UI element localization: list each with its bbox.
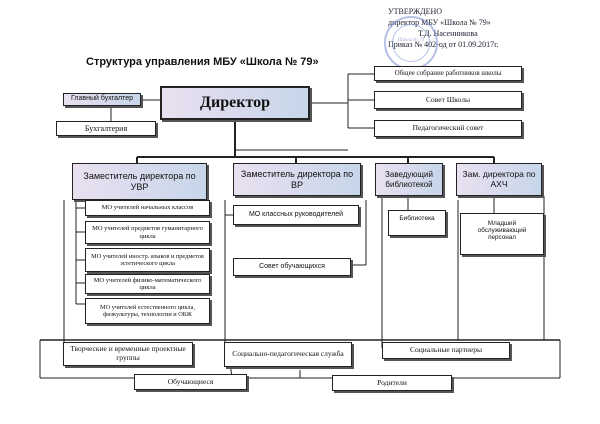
page-title: Структура управления МБУ «Школа № 79» [86,56,319,68]
ped-council-label: Педагогический совет [412,123,484,133]
ahch-staff-box: Младший обслуживающий персонал [460,213,544,255]
parents-box: Родители [332,375,452,391]
stamp-seal: Школа № 79 [384,16,438,70]
deputy-uvr-label: Заместитель директора по УВР [83,171,196,192]
partners-box: Социальные партнеры [382,342,510,359]
deputy-ahch-label: Зам. директора по АХЧ [462,168,536,189]
approval-line-1: УТВЕРЖДЕНО [388,7,443,16]
uvr-unit-5: МО учителей естественного цикла, физкуль… [85,298,210,324]
uvr-unit-2: МО учителей предметов гуманитарного цикл… [85,221,210,244]
deputy-uvr-box: Заместитель директора по УВР [72,163,207,200]
approval-line-2: директор МБУ «Школа № 79» [388,18,491,27]
students-box: Обучающиеся [134,374,247,390]
chief-accountant-box: Главный бухгалтер [63,93,141,106]
approval-line-3: Т.Д. Насенникова [418,29,478,38]
stamp-text: Школа № 79 [397,38,425,43]
director-box: Директор [160,86,310,120]
deputy-vr-label: Заместитель директора по ВР [240,169,354,190]
social-service-box: Социально-педагогическая служба [224,342,352,367]
library-head-label: Заведующий библиотекой [385,170,433,189]
ped-council-box: Педагогический совет [374,120,522,137]
approval-block: УТВЕРЖДЕНО директор МБУ «Школа № 79» Т.Д… [374,6,574,66]
uvr-unit-4: МО учителей физико-математического цикла [85,274,210,294]
deputy-ahch-box: Зам. директора по АХЧ [456,163,542,196]
school-council-label: Совет Школы [426,94,470,104]
class-teachers-box: МО классных руководителей [233,205,359,225]
library-head-box: Заведующий библиотекой [375,163,443,196]
accounting-box: Бухгалтерия [56,121,156,136]
deputy-vr-box: Заместитель директора по ВР [233,163,361,196]
accounting-label: Бухгалтерия [84,123,128,133]
uvr-unit-1: МО учителей начальных классов [85,200,210,216]
general-meeting-label: Общее собрание работников школы [394,69,502,78]
students-council-box: Совет обучающихся [233,258,351,276]
school-council-box: Совет Школы [374,91,522,109]
director-label: Директор [200,93,270,111]
general-meeting-box: Общее собрание работников школы [374,66,522,81]
uvr-unit-3: МО учителей иностр. языков и предметов э… [85,248,210,272]
creative-groups-box: Творческие и временные проектные группы [63,342,193,366]
library-box: Библиотека [388,210,446,236]
chief-accountant-label: Главный бухгалтер [71,95,133,103]
approval-line-4: Приказ № 402-од от 01.09.2017г. [388,40,499,49]
